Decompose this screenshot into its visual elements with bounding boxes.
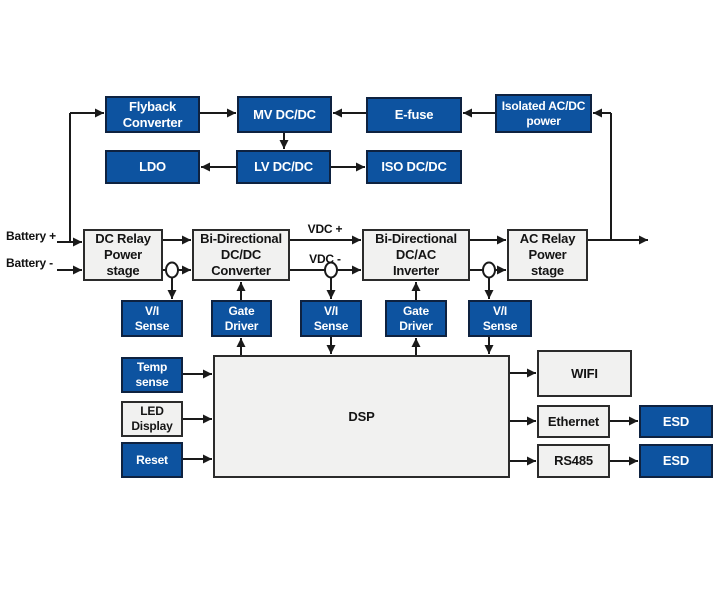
label-vdc-minus: VDC - [309,252,341,266]
block-gate-driver-2: Gate Driver [385,300,447,337]
block-temp-sense: Temp sense [121,357,183,393]
block-ldo: LDO [105,150,200,184]
block-reset: Reset [121,442,183,478]
block-vi-sense-1: V/I Sense [121,300,183,337]
wire-sense-drops [167,276,494,355]
block-mv-dcdc: MV DC/DC [237,96,332,133]
block-ethernet: Ethernet [537,405,610,438]
label-battery-minus: Battery - [6,256,53,270]
block-dc-relay-power-stage: DC Relay Power stage [83,229,163,281]
wire-aux-power-row [200,108,495,172]
block-dsp: DSP [213,355,510,478]
block-wifi: WIFI [537,350,632,397]
sense-node-3 [482,261,496,279]
block-bidirectional-dcdc-converter: Bi-Directional DC/DC Converter [192,229,290,281]
block-lv-dcdc: LV DC/DC [236,150,331,184]
block-esd-1: ESD [639,405,713,438]
block-bidirectional-dcac-inverter: Bi-Directional DC/AC Inverter [362,229,470,281]
block-gate-driver-1: Gate Driver [211,300,272,337]
wire-battery-plus-input [57,108,104,247]
block-vi-sense-2: V/I Sense [300,300,362,337]
block-led-display: LED Display [121,401,183,437]
sense-node-2 [324,261,338,279]
wire-dsp-io [183,368,638,466]
block-flyback-converter: Flyback Converter [105,96,200,133]
block-rs485: RS485 [537,444,610,478]
label-battery-plus: Battery + [6,229,56,243]
sense-node-1 [165,261,179,279]
block-isolated-acdc-power: Isolated AC/DC power [495,94,592,133]
block-efuse: E-fuse [366,97,462,133]
block-vi-sense-3: V/I Sense [468,300,532,337]
block-esd-2: ESD [639,444,713,478]
current-sense-nodes [165,261,496,279]
wire-ac-output [588,108,648,245]
block-iso-dcdc: ISO DC/DC [366,150,462,184]
label-vdc-plus: VDC + [307,222,343,236]
block-ac-relay-power-stage: AC Relay Power stage [507,229,588,281]
